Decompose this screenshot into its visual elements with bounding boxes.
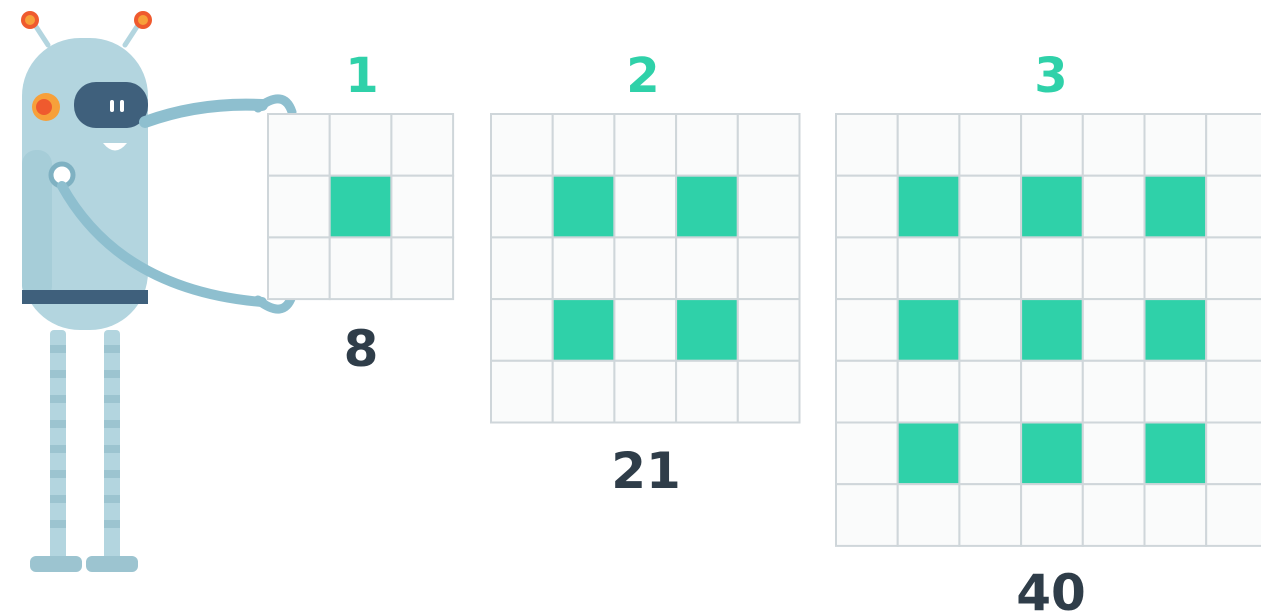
empty-cell	[1145, 237, 1207, 299]
grid-figure-1	[268, 114, 453, 299]
empty-cell	[1083, 237, 1145, 299]
empty-cell	[391, 176, 453, 238]
empty-cell	[1206, 299, 1261, 361]
empty-cell	[614, 176, 676, 238]
grid-figure-3	[836, 114, 1261, 546]
filled-cell	[1145, 176, 1207, 238]
empty-cell	[959, 299, 1021, 361]
empty-cell	[1083, 176, 1145, 238]
empty-cell	[959, 361, 1021, 423]
empty-cell	[1083, 423, 1145, 485]
empty-cell	[836, 423, 898, 485]
empty-cell	[1145, 484, 1207, 546]
empty-cell	[268, 114, 330, 176]
empty-cell	[836, 237, 898, 299]
empty-cell	[898, 237, 960, 299]
empty-cell	[738, 361, 800, 423]
total-label-3: 40	[1016, 564, 1086, 616]
step-number-2: 2	[626, 48, 659, 104]
filled-cell	[330, 176, 392, 238]
empty-cell	[676, 237, 738, 299]
empty-cell	[836, 484, 898, 546]
empty-cell	[959, 176, 1021, 238]
filled-cell	[898, 299, 960, 361]
empty-cell	[391, 114, 453, 176]
filled-cell	[553, 299, 615, 361]
total-label-2: 21	[611, 442, 681, 500]
empty-cell	[491, 176, 553, 238]
filled-cell	[1021, 176, 1083, 238]
empty-cell	[1021, 237, 1083, 299]
empty-cell	[1021, 114, 1083, 176]
empty-cell	[268, 176, 330, 238]
filled-cell	[898, 176, 960, 238]
empty-cell	[836, 176, 898, 238]
empty-cell	[959, 237, 1021, 299]
empty-cell	[959, 423, 1021, 485]
empty-cell	[614, 114, 676, 176]
empty-cell	[738, 299, 800, 361]
empty-cell	[676, 114, 738, 176]
empty-cell	[553, 237, 615, 299]
empty-cell	[491, 114, 553, 176]
empty-cell	[898, 114, 960, 176]
empty-cell	[330, 114, 392, 176]
empty-cell	[1145, 361, 1207, 423]
empty-cell	[553, 114, 615, 176]
empty-cell	[898, 484, 960, 546]
empty-cell	[614, 237, 676, 299]
empty-cell	[1083, 299, 1145, 361]
empty-cell	[1206, 484, 1261, 546]
empty-cell	[491, 299, 553, 361]
empty-cell	[1206, 176, 1261, 238]
empty-cell	[738, 114, 800, 176]
filled-cell	[1145, 299, 1207, 361]
filled-cell	[553, 176, 615, 238]
empty-cell	[330, 237, 392, 299]
empty-cell	[1083, 361, 1145, 423]
empty-cell	[738, 176, 800, 238]
empty-cell	[614, 361, 676, 423]
filled-cell	[1021, 299, 1083, 361]
empty-cell	[836, 361, 898, 423]
grid-figure-2	[491, 114, 800, 423]
figure-2: 2 21	[491, 48, 800, 500]
empty-cell	[553, 361, 615, 423]
empty-cell	[268, 237, 330, 299]
empty-cell	[1083, 484, 1145, 546]
empty-cell	[1206, 423, 1261, 485]
empty-cell	[738, 237, 800, 299]
empty-cell	[1145, 114, 1207, 176]
empty-cell	[491, 237, 553, 299]
empty-cell	[391, 237, 453, 299]
empty-cell	[1206, 114, 1261, 176]
filled-cell	[676, 299, 738, 361]
total-label-1: 8	[344, 320, 379, 378]
empty-cell	[959, 114, 1021, 176]
empty-cell	[959, 484, 1021, 546]
empty-cell	[676, 361, 738, 423]
empty-cell	[836, 114, 898, 176]
empty-cell	[491, 361, 553, 423]
step-number-1: 1	[345, 48, 378, 104]
figure-3: 3 40	[836, 48, 1261, 616]
empty-cell	[898, 361, 960, 423]
empty-cell	[1021, 361, 1083, 423]
filled-cell	[898, 423, 960, 485]
robot-icon	[21, 11, 292, 572]
empty-cell	[1021, 484, 1083, 546]
filled-cell	[1145, 423, 1207, 485]
step-number-3: 3	[1034, 48, 1067, 104]
figure-1: 1 8	[268, 48, 453, 378]
empty-cell	[836, 299, 898, 361]
filled-cell	[1021, 423, 1083, 485]
filled-cell	[676, 176, 738, 238]
empty-cell	[1206, 237, 1261, 299]
empty-cell	[1083, 114, 1145, 176]
empty-cell	[614, 299, 676, 361]
empty-cell	[1206, 361, 1261, 423]
